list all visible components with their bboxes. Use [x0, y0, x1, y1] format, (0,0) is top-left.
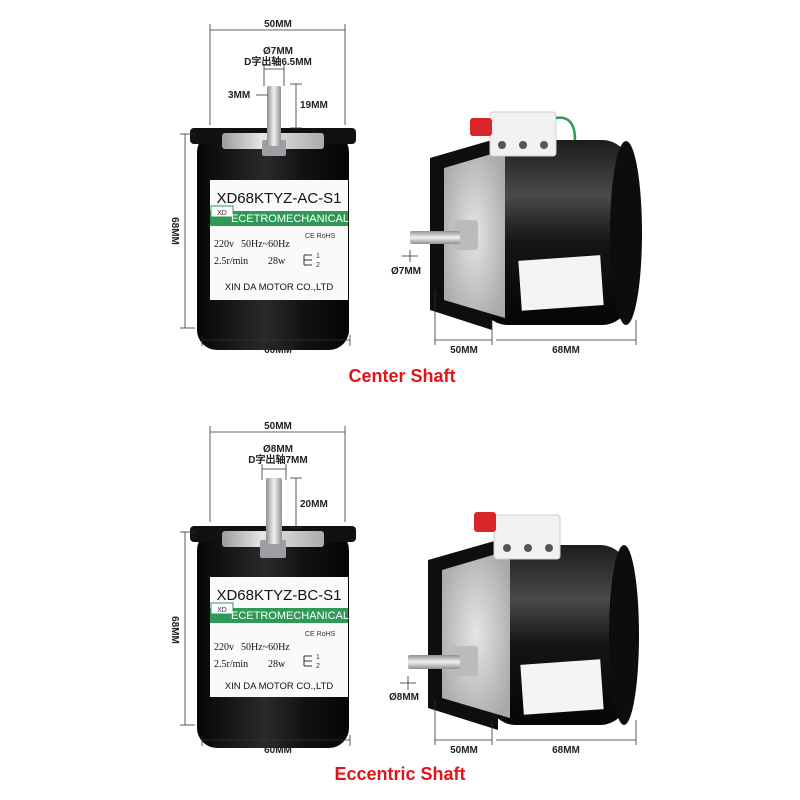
dim-shaft-length: 19MM	[300, 100, 328, 111]
section-eccentric-shaft: XD68KTYZ-BC-S1 XD ECETROMECHANICAL 220v …	[169, 421, 639, 784]
side-label	[518, 255, 604, 311]
dim-shaft-diameter: Ø8MM	[263, 444, 293, 455]
side-shaft	[408, 655, 460, 669]
dim-shaft-d: D字出轴7MM	[248, 453, 307, 466]
output-shaft	[267, 86, 281, 146]
dim-shaft-length: 20MM	[300, 499, 328, 510]
terminal-screw-3	[540, 141, 548, 149]
terminal-block	[489, 111, 557, 157]
side-label	[520, 659, 604, 715]
frequency-label: 50Hz~60Hz	[241, 239, 290, 250]
nameplate	[210, 180, 348, 300]
section-caption: Center Shaft	[348, 366, 455, 386]
green-band	[210, 608, 348, 623]
model-label: XD68KTYZ-BC-S1	[216, 587, 341, 604]
speed-label: 2.5r/min	[214, 659, 248, 670]
frequency-label: 50Hz~60Hz	[241, 642, 290, 653]
speed-label: 2.5r/min	[214, 256, 248, 267]
gearbox-plate	[442, 550, 510, 718]
brand-tag: XD	[217, 210, 227, 217]
green-band	[210, 211, 348, 226]
switch-2: 2	[316, 663, 320, 670]
shaft-collar	[260, 540, 286, 558]
dim-height: 68MM	[169, 217, 180, 245]
manufacturer-label: XIN DA MOTOR CO.,LTD	[225, 681, 334, 692]
terminal-screw-3	[545, 544, 553, 552]
front-dimensions	[180, 426, 351, 746]
front-motor: XD68KTYZ-BC-S1 XD ECETROMECHANICAL 220v …	[190, 478, 356, 748]
switch-1: 1	[316, 654, 320, 661]
voltage-label: 220v	[214, 642, 234, 653]
brand-tag-box	[210, 205, 234, 218]
side-motor	[410, 111, 642, 330]
terminal-screw-1	[498, 141, 506, 149]
model-label: XD68KTYZ-AC-S1	[216, 190, 341, 207]
terminal-screw-2	[524, 544, 532, 552]
cert-label: CE RoHS	[305, 631, 336, 638]
switch-symbol	[303, 254, 312, 266]
terminal-red	[470, 118, 492, 136]
side-dimensions	[402, 250, 637, 345]
dim-top-width: 50MM	[264, 421, 292, 432]
nameplate	[210, 577, 348, 697]
dim-top-width: 50MM	[264, 19, 292, 30]
power-label: 28w	[268, 659, 286, 670]
switch-2: 2	[316, 262, 320, 269]
gearbox-hub	[454, 220, 478, 250]
side-dim-shaft-diameter: Ø8MM	[389, 692, 419, 703]
terminal-wire	[555, 116, 577, 141]
side-dim-depth-b: 68MM	[552, 345, 580, 356]
cert-label: CE RoHS	[305, 233, 336, 240]
voltage-label: 220v	[214, 239, 234, 250]
side-motor	[408, 512, 639, 730]
switch-1: 1	[316, 253, 320, 260]
side-dim-shaft-diameter: Ø7MM	[391, 266, 421, 277]
power-label: 28w	[268, 256, 286, 267]
side-shaft	[410, 231, 460, 244]
terminal-screw-1	[503, 544, 511, 552]
dim-shaft-diameter: Ø7MM	[263, 46, 293, 57]
front-motor: XD68KTYZ-AC-S1 XD ECETROMECHANICAL 220v …	[190, 86, 356, 350]
dim-flat: 3MM	[228, 90, 250, 101]
motor-end-cap	[609, 545, 639, 725]
side-dimensions	[400, 676, 637, 745]
side-dim-depth-a: 50MM	[450, 745, 478, 756]
dim-width: 60MM	[264, 745, 292, 756]
band-text: ECETROMECHANICAL	[231, 213, 349, 225]
side-dim-depth-a: 50MM	[450, 345, 478, 356]
motor-end-cap	[610, 141, 642, 325]
brand-tag: XD	[217, 607, 227, 614]
terminal-red	[474, 512, 496, 532]
band-text: ECETROMECHANICAL	[231, 610, 349, 622]
terminal-screw-2	[519, 141, 527, 149]
brand-tag-box	[210, 602, 234, 615]
section-caption: Eccentric Shaft	[334, 764, 465, 784]
dim-width: 60MM	[264, 345, 292, 356]
manufacturer-label: XIN DA MOTOR CO.,LTD	[225, 282, 334, 293]
front-dimensions	[180, 24, 351, 346]
output-shaft	[266, 478, 282, 544]
section-center-shaft: XD68KTYZ-AC-S1 XD ECETROMECHANICAL 220v …	[169, 19, 642, 386]
dim-height: 68MM	[169, 616, 180, 644]
side-dim-depth-b: 68MM	[552, 745, 580, 756]
dim-shaft-d: D字出轴6.5MM	[244, 55, 312, 68]
terminal-block	[493, 514, 561, 560]
switch-symbol	[303, 655, 312, 667]
